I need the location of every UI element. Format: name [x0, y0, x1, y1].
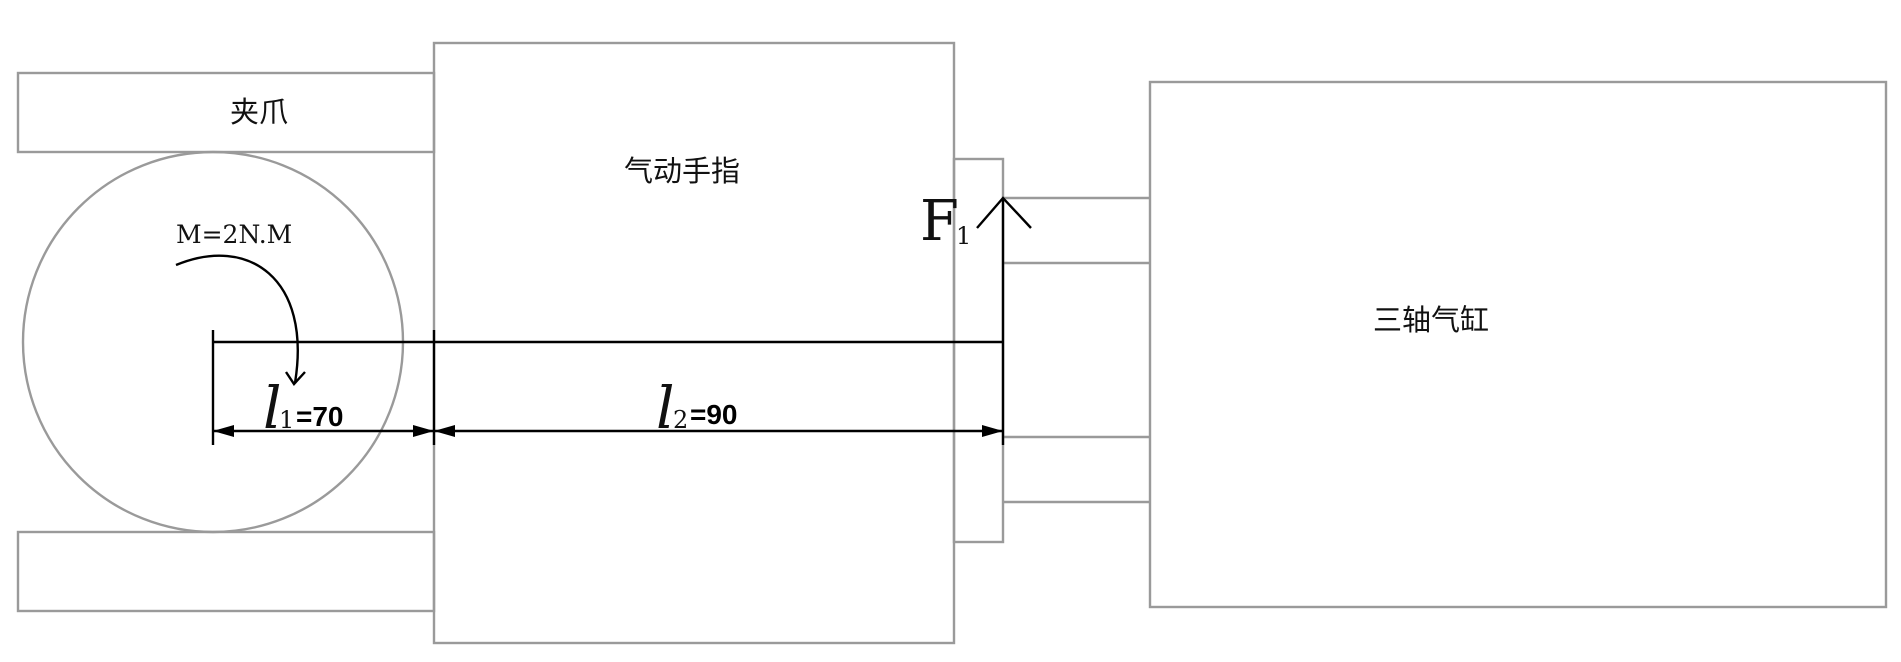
force-arrowhead — [976, 196, 1032, 229]
gripper-label: 夹爪 — [230, 95, 288, 129]
l2-subscript: 2 — [673, 406, 688, 434]
force-symbol: F — [920, 189, 959, 254]
l2-left-arrowhead — [434, 425, 455, 437]
connecting-plate — [952, 157, 1005, 544]
force-subscript: 1 — [956, 222, 971, 250]
l1-right-arrowhead — [413, 425, 434, 437]
l2-symbol: l — [656, 374, 675, 442]
l1-left-arrowhead — [213, 425, 234, 437]
three-axis-cylinder-label: 三轴气缸 — [1373, 303, 1489, 337]
l1-subscript: 1 — [279, 406, 294, 434]
l1-symbol: l — [263, 374, 282, 442]
three-axis-cylinder-body — [1148, 80, 1888, 609]
l2-value: =90 — [690, 399, 738, 430]
lower-gripper-jaw — [16, 530, 436, 613]
pneumatic-finger-label: 气动手指 — [624, 154, 740, 188]
l1-value: =70 — [296, 401, 344, 432]
moment-label: M=2N.M — [176, 220, 292, 249]
l2-right-arrowhead — [982, 425, 1003, 437]
moment-arrow — [175, 254, 299, 384]
upper-gripper-jaw — [16, 71, 436, 154]
moment-arrowhead — [285, 371, 306, 386]
